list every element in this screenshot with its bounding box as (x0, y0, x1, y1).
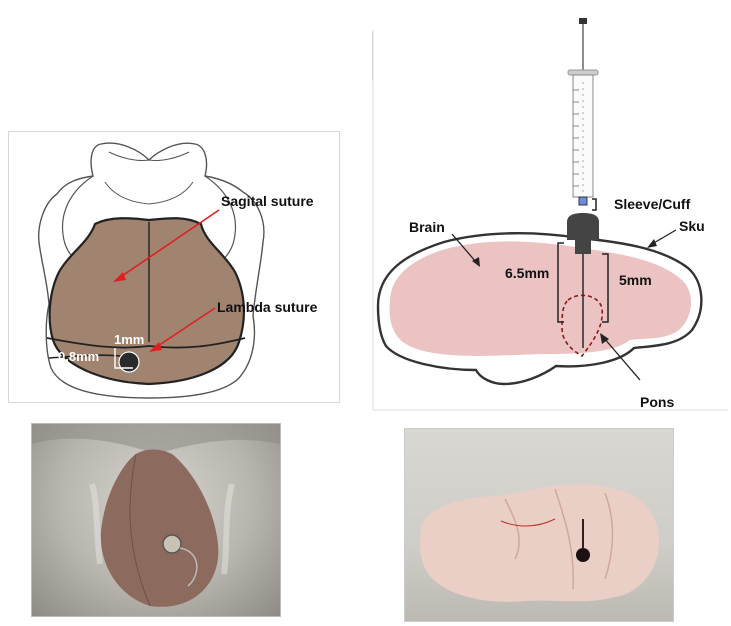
sleeve-cuff-label: Sleeve/Cuff (614, 196, 690, 212)
sagital-suture-label: Sagital suture (221, 193, 314, 209)
extracted-brain (420, 484, 659, 602)
depth-5mm-label: 5mm (619, 272, 652, 288)
lambda-suture-label: Lambda suture (217, 299, 317, 315)
brain-photo (404, 428, 674, 622)
one-mm-label: 1mm (114, 332, 144, 347)
head-photo-drawing (32, 424, 280, 616)
syringe (568, 18, 598, 205)
depth-6-5mm-label: 6.5mm (505, 265, 549, 281)
exposed-scalp (101, 450, 219, 607)
point-eight-mm-label: 0.8mm (58, 349, 99, 364)
head-photo (31, 423, 281, 617)
brain-shape (390, 241, 691, 356)
injection-drawing (372, 10, 730, 414)
cannula-site (119, 352, 139, 372)
brain-label: Brain (409, 219, 445, 235)
skull-label: Sku (679, 218, 705, 234)
implant-cannula (163, 535, 181, 553)
brain-photo-drawing (405, 429, 673, 621)
injection-schematic-panel: Sleeve/Cuff Brain Sku 6.5mm 5mm Pons (372, 10, 730, 414)
skull-schematic-panel: Sagital suture Lambda suture 1mm 0.8mm (8, 131, 340, 403)
pons-label: Pons (640, 394, 674, 410)
injection-mark (576, 548, 590, 562)
